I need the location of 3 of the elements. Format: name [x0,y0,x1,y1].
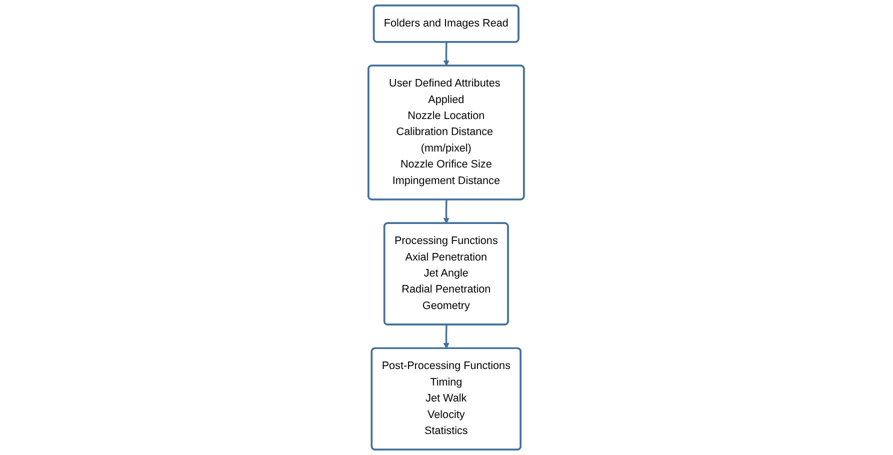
arrow [444,200,450,224]
arrow [444,42,450,66]
arrow [444,324,450,349]
